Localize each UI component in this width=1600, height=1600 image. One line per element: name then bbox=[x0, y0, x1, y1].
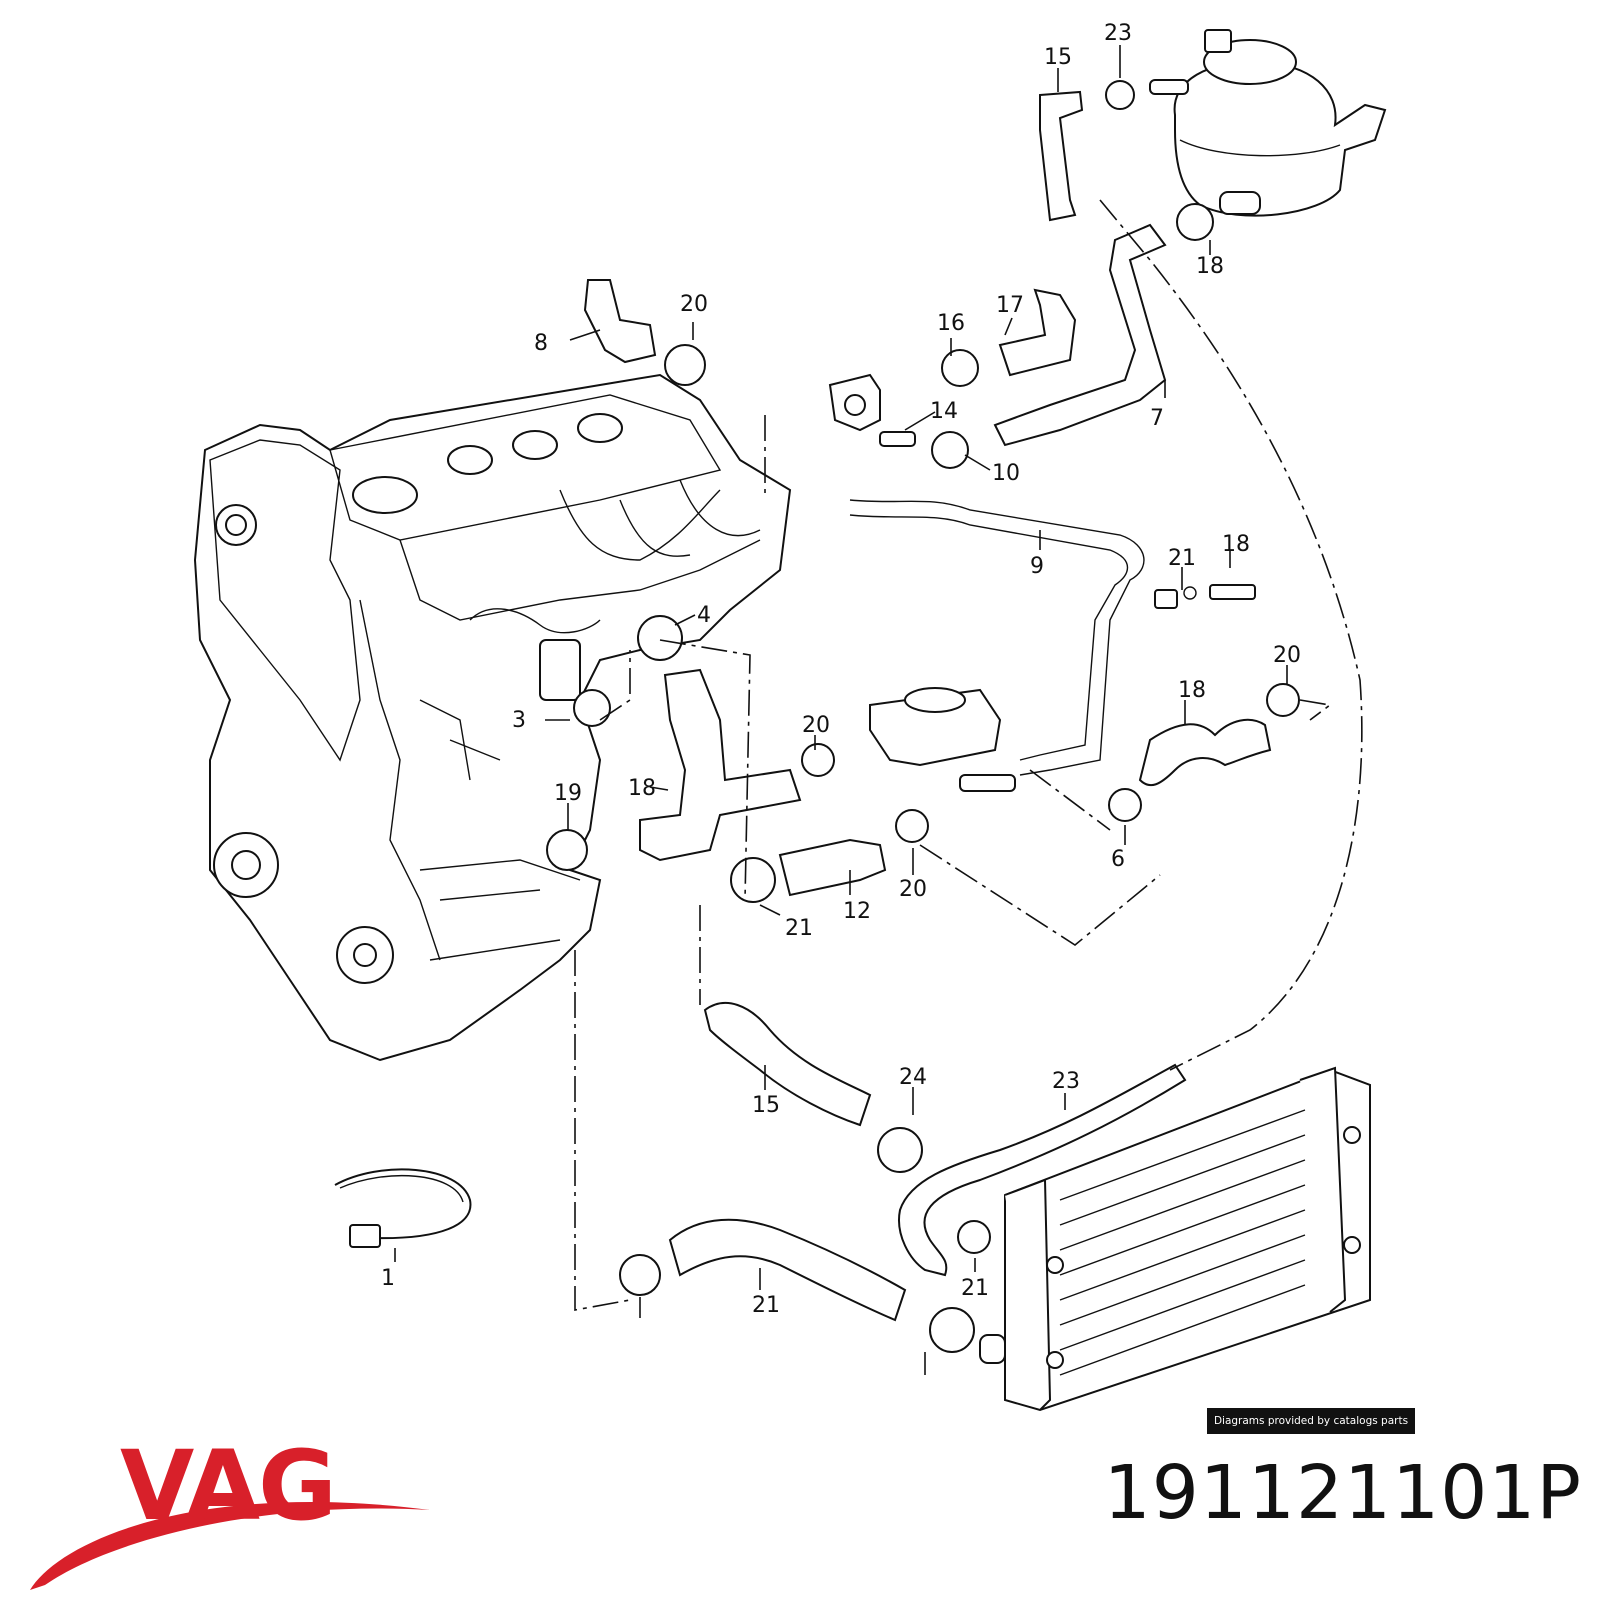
brand-logo: VAG bbox=[120, 1430, 337, 1542]
hose-3 bbox=[639, 668, 802, 862]
expansion-tank bbox=[1149, 29, 1387, 217]
callout-label: 3 bbox=[512, 708, 526, 733]
hose-15-lower bbox=[898, 1063, 1187, 1277]
callout-label: 21 bbox=[752, 1293, 780, 1318]
hose-15-upper bbox=[1039, 90, 1084, 222]
callout-label: 1 bbox=[381, 1266, 395, 1291]
callout-label: 9 bbox=[1030, 554, 1044, 579]
callout-label: 23 bbox=[1104, 21, 1132, 46]
hose-17 bbox=[583, 279, 657, 364]
part-number: 191121101P bbox=[1103, 1450, 1582, 1536]
callout-label: 18 bbox=[1222, 532, 1250, 557]
callout-label: 16 bbox=[937, 311, 965, 336]
assembly-lines bbox=[574, 199, 1363, 1311]
callout-label: 20 bbox=[802, 713, 830, 738]
callout-label: 24 bbox=[899, 1065, 927, 1090]
callout-label: 21 bbox=[961, 1276, 989, 1301]
radiator bbox=[979, 1066, 1371, 1412]
callout-label: 12 bbox=[843, 899, 871, 924]
hose-1 bbox=[668, 1218, 907, 1322]
callout-label: 15 bbox=[752, 1093, 780, 1118]
callout-label: 20 bbox=[680, 292, 708, 317]
callout-label: 6 bbox=[1111, 847, 1125, 872]
hose-12 bbox=[703, 1001, 872, 1127]
callout-label: 8 bbox=[534, 331, 548, 356]
callout-label: 18 bbox=[628, 776, 656, 801]
callout-label: 15 bbox=[1044, 45, 1072, 70]
callout-label: 18 bbox=[1178, 678, 1206, 703]
leader-lines bbox=[394, 45, 1288, 1375]
brand-swoosh-icon bbox=[30, 1501, 430, 1590]
hose-4 bbox=[1138, 718, 1272, 787]
worm-gear-clamp-24 bbox=[334, 1168, 472, 1248]
callout-label: 21 bbox=[1168, 546, 1196, 571]
hose-7-pipe bbox=[849, 499, 1145, 776]
clamps-and-fittings bbox=[546, 80, 1300, 1353]
callout-label: 7 bbox=[1150, 406, 1164, 431]
hose-14 bbox=[993, 223, 1167, 447]
callout-label: 19 bbox=[554, 781, 582, 806]
callout-label: 4 bbox=[697, 603, 711, 628]
credit-note: Diagrams provided by catalogs parts bbox=[1207, 1408, 1415, 1434]
callout-label: 14 bbox=[930, 399, 958, 424]
callout-label: 23 bbox=[1052, 1069, 1080, 1094]
engine-block bbox=[193, 373, 792, 1062]
callout-label: 18 bbox=[1196, 254, 1224, 279]
callout-label: 20 bbox=[1273, 643, 1301, 668]
hose-6 bbox=[778, 838, 887, 897]
callout-label: 17 bbox=[996, 293, 1024, 318]
hoses bbox=[583, 90, 1272, 1322]
hose-16 bbox=[998, 288, 1077, 377]
callout-label: 21 bbox=[785, 916, 813, 941]
callout-label: 20 bbox=[899, 877, 927, 902]
callout-numbers: 23 15 18 20 16 17 8 14 7 10 9 21 18 4 20… bbox=[381, 21, 1301, 1318]
callout-label: 10 bbox=[992, 461, 1020, 486]
